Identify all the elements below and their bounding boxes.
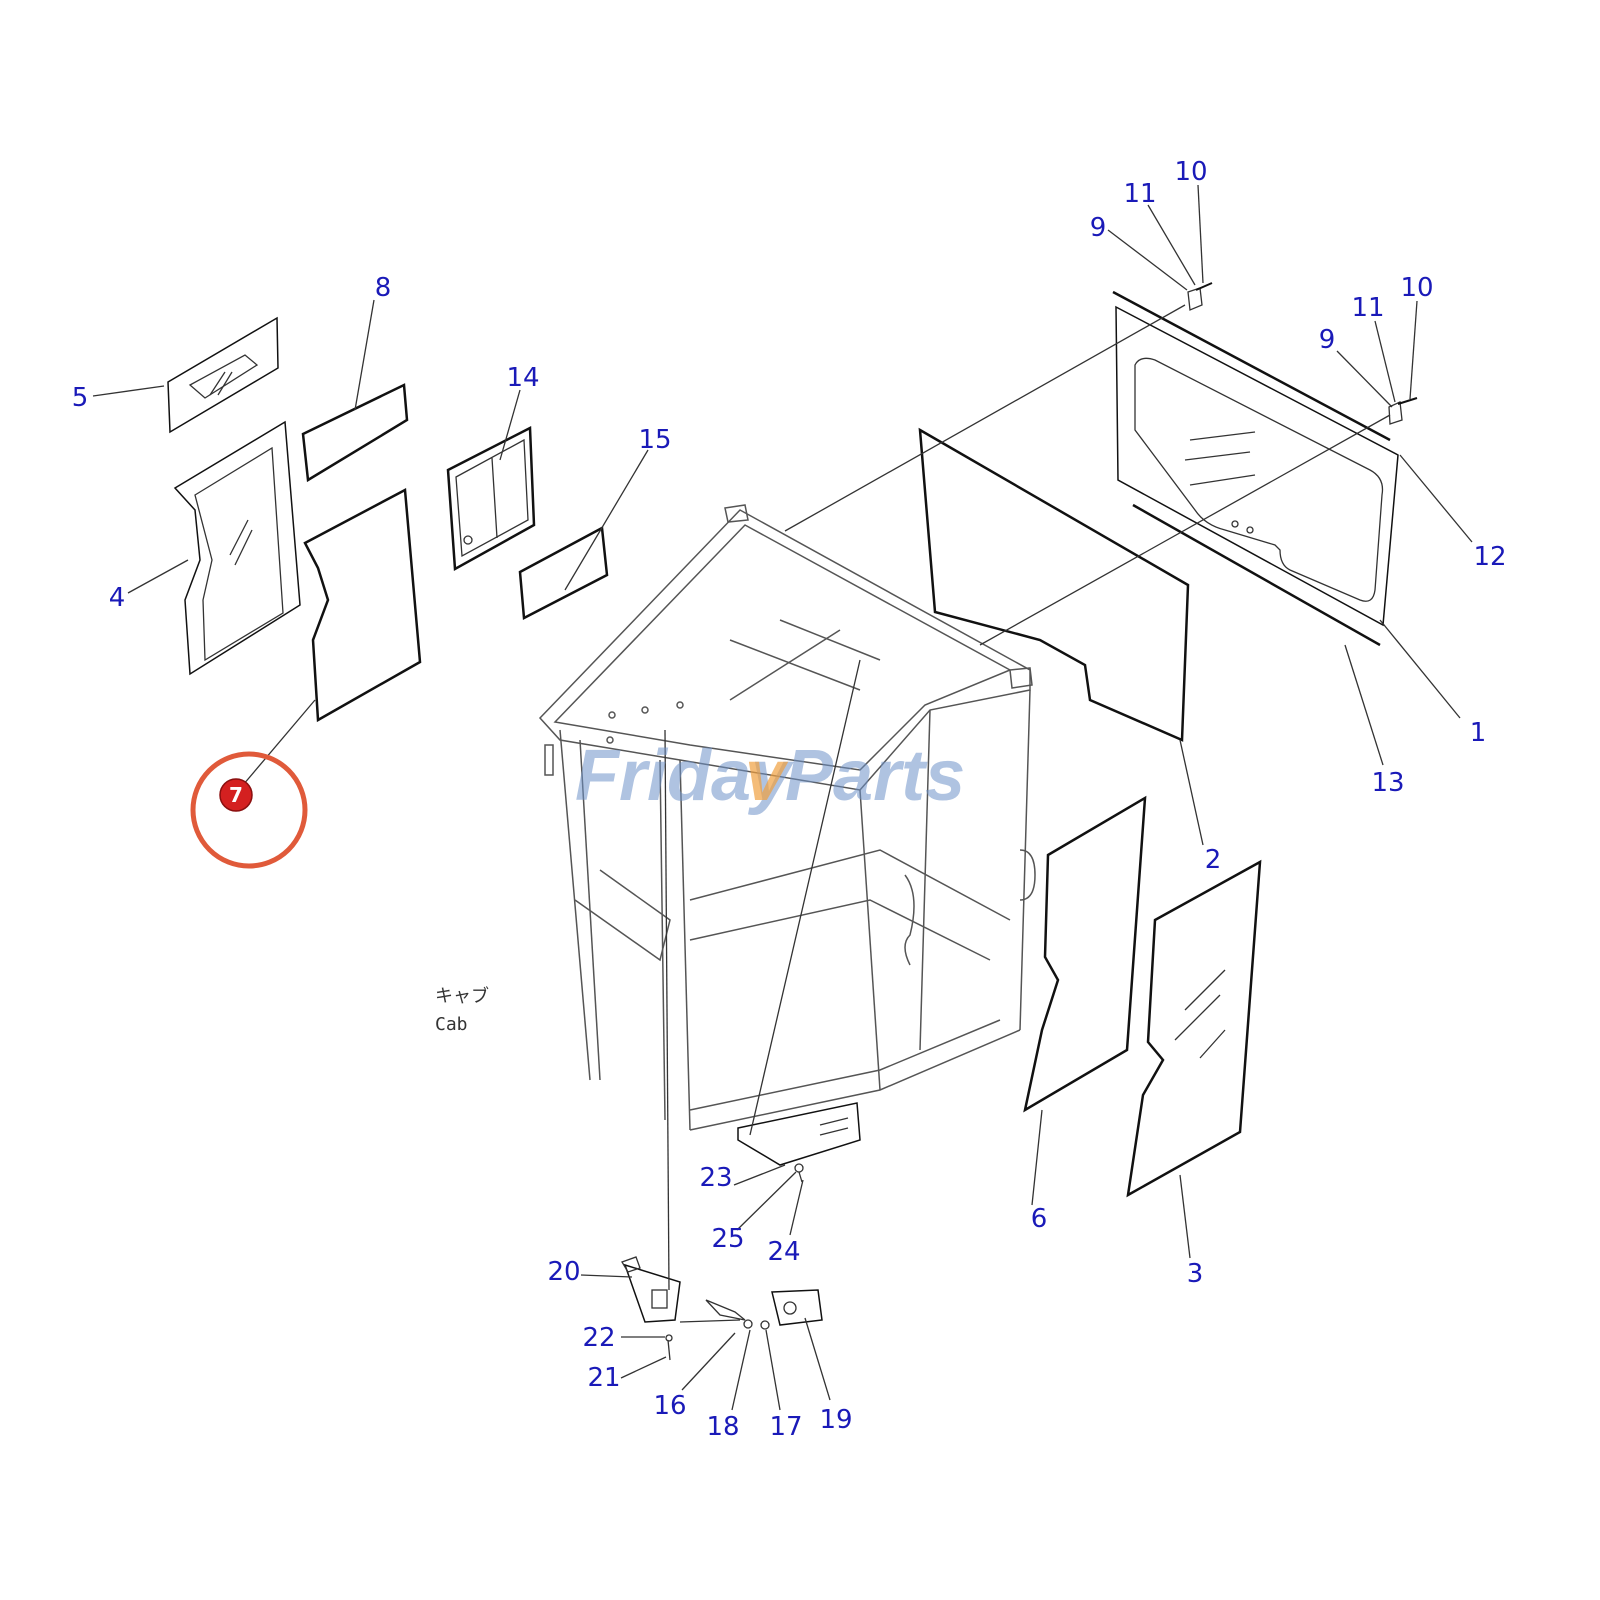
parts-21-22-pin — [665, 1334, 673, 1361]
callout-22[interactable]: 22 — [582, 1323, 615, 1353]
callout-4[interactable]: 4 — [109, 583, 126, 613]
part-7-panel — [303, 488, 422, 723]
fastener-set-lower — [1388, 397, 1418, 425]
callout-labels: 5 4 8 14 15 9 11 10 9 11 10 12 1 13 2 6 … — [72, 157, 1507, 1442]
watermark-text: Friday — [575, 736, 795, 816]
callout-5[interactable]: 5 — [72, 383, 89, 413]
part-13-lower-strip — [1132, 503, 1381, 647]
highlight-part-7[interactable]: 7 — [190, 751, 308, 869]
highlight-ring — [190, 751, 308, 869]
callout-14[interactable]: 14 — [506, 363, 539, 393]
part-15-small-glass — [518, 526, 609, 620]
part-23-bracket — [737, 1102, 861, 1166]
part-24-screw — [794, 1163, 804, 1183]
callout-13[interactable]: 13 — [1371, 768, 1404, 798]
part-14-window-frame — [446, 425, 536, 572]
callout-17[interactable]: 17 — [769, 1412, 802, 1442]
callout-16[interactable]: 16 — [653, 1391, 686, 1421]
callout-3[interactable]: 3 — [1187, 1259, 1204, 1289]
part-1-rear-window — [1115, 305, 1399, 627]
part-8-strip — [301, 383, 409, 483]
watermark: Friday v Parts — [575, 736, 965, 816]
part-3-glass — [1126, 859, 1262, 1198]
callout-12[interactable]: 12 — [1473, 542, 1506, 572]
callout-24[interactable]: 24 — [767, 1237, 800, 1267]
callout-1[interactable]: 1 — [1470, 718, 1487, 748]
callout-19[interactable]: 19 — [819, 1405, 852, 1435]
part-2-gasket — [918, 427, 1190, 742]
callout-9b[interactable]: 9 — [1319, 325, 1336, 355]
part-5-small-window — [167, 316, 279, 434]
callout-2[interactable]: 2 — [1205, 845, 1222, 875]
callout-9a[interactable]: 9 — [1090, 213, 1107, 243]
part-12-upper-strip — [1112, 290, 1391, 442]
part-6-gasket — [1023, 795, 1147, 1113]
callout-8[interactable]: 8 — [375, 273, 392, 303]
callout-15[interactable]: 15 — [638, 425, 671, 455]
watermark-v: v — [745, 736, 789, 816]
callout-6[interactable]: 6 — [1031, 1204, 1048, 1234]
badge-dot — [219, 778, 253, 812]
callout-23[interactable]: 23 — [699, 1163, 732, 1193]
callout-11a[interactable]: 11 — [1123, 179, 1156, 209]
callout-25[interactable]: 25 — [711, 1224, 744, 1254]
part-20-bracket — [621, 1256, 681, 1323]
callout-10b[interactable]: 10 — [1400, 273, 1433, 303]
leader-lines — [92, 184, 1473, 1411]
part-4-side-window — [173, 420, 301, 676]
part-19-handle — [771, 1289, 823, 1326]
callout-10a[interactable]: 10 — [1174, 157, 1207, 187]
fastener-set-upper — [1187, 282, 1213, 311]
caption-en: Cab — [435, 1014, 468, 1035]
caption-jp: キャブ — [435, 985, 489, 1007]
callout-11b[interactable]: 11 — [1351, 293, 1384, 323]
badge-label-7: 7 — [229, 783, 243, 807]
callout-21[interactable]: 21 — [587, 1363, 620, 1393]
parts-16-18-linkage — [705, 1299, 770, 1330]
callout-18[interactable]: 18 — [706, 1412, 739, 1442]
cab-frame — [538, 504, 1036, 1131]
callout-20[interactable]: 20 — [547, 1257, 580, 1287]
watermark-tail: Parts — [785, 736, 965, 816]
